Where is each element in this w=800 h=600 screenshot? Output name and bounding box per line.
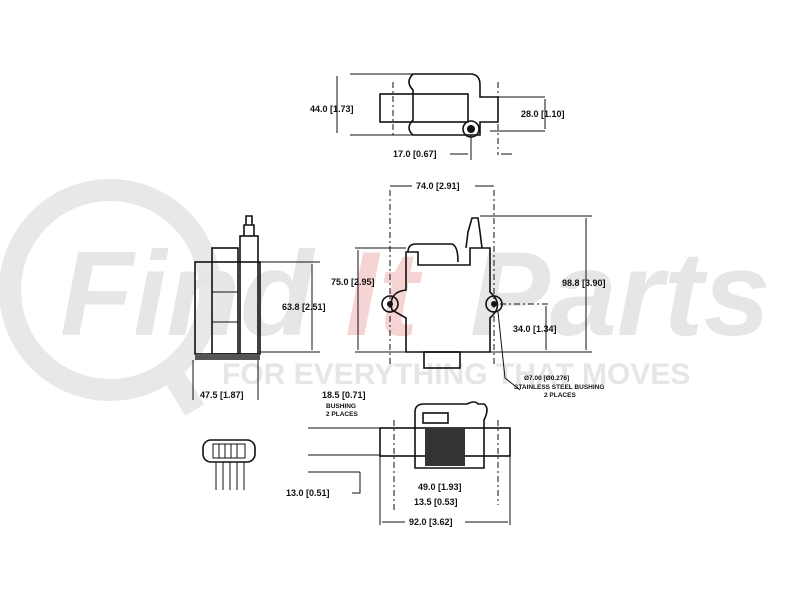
bottom-bushing-places: 2 PLACES <box>326 411 358 418</box>
side-view: 63.8 [2.51] 47.5 [1.87] <box>192 215 326 400</box>
watermark-parts: Parts <box>470 227 770 361</box>
bushing-note: STAINLESS STEEL BUSHING <box>514 384 604 391</box>
bottom-overall-dim: 92.0 [3.62] <box>409 517 453 527</box>
watermark-tagline: FOR EVERYTHING THAT MOVES <box>222 358 690 391</box>
watermark-it: It <box>345 227 423 361</box>
bushing-places: 2 PLACES <box>544 392 576 399</box>
bottom-offset-dim: 13.0 [0.51] <box>286 488 330 498</box>
top-tab-dim: 28.0 [1.10] <box>521 109 565 119</box>
side-width-dim: 47.5 [1.87] <box>200 390 244 400</box>
bushing-dim: Ø7.00 [Ø0.276] <box>524 375 569 382</box>
side-height-dim: 63.8 [2.51] <box>282 302 326 312</box>
front-span-dim: 74.0 [2.91] <box>416 181 460 191</box>
bottom-inner-dim: 49.0 [1.93] <box>418 482 462 492</box>
front-body-height-dim: 75.0 [2.95] <box>331 277 375 287</box>
watermark: Find It Parts FOR EVERYTHING THAT MOVES <box>0 179 770 416</box>
front-view: 74.0 [2.91] 75.0 [2.95] 98.8 [3.90] 34.0… <box>331 181 606 399</box>
bottom-bushing-len-dim: 18.5 [0.71] <box>322 390 366 400</box>
top-height-dim: 44.0 [1.73] <box>310 104 354 114</box>
front-hole-height-dim: 34.0 [1.34] <box>513 324 557 334</box>
watermark-magnifier-icon <box>0 179 221 401</box>
bottom-small-dim: 13.5 [0.53] <box>414 497 458 507</box>
bottom-bushing-label: BUSHING <box>326 403 356 410</box>
watermark-find: Find <box>60 227 316 361</box>
connector-view <box>202 439 256 490</box>
top-view: 44.0 [1.73] 28.0 [1.10] 17.0 [0.67] <box>310 73 565 160</box>
bottom-view: 18.5 [0.71] BUSHING 2 PLACES 13.0 [0.51]… <box>286 390 511 527</box>
front-total-height-dim: 98.8 [3.90] <box>562 278 606 288</box>
top-offset-dim: 17.0 [0.67] <box>393 149 437 159</box>
